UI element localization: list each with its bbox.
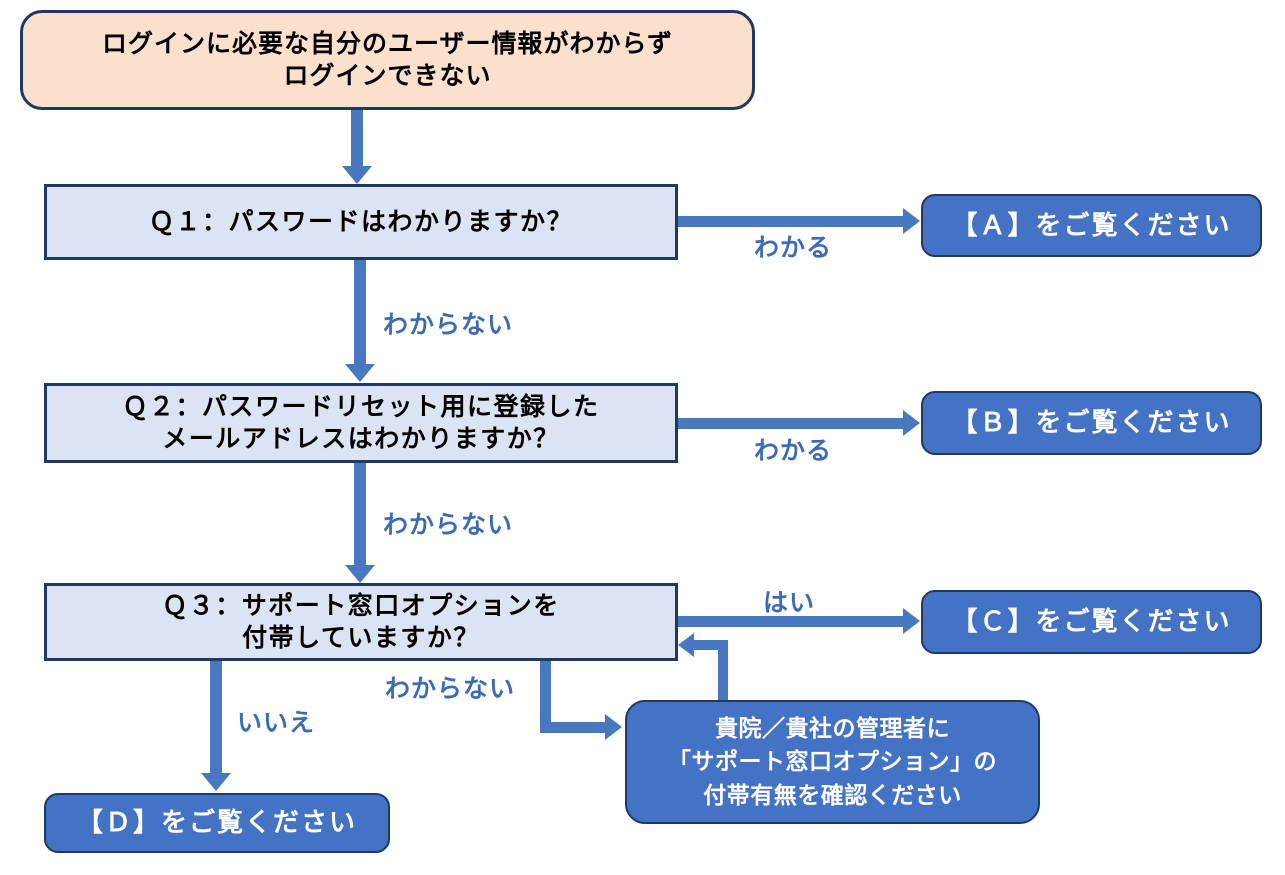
edge-label-q1-to-q2: わからない [383,311,514,339]
arrowhead-start-to-q1 [342,166,372,184]
arrowhead-q2-to-result-b [903,410,920,436]
edge-label-q3-to-c: はい [763,589,816,617]
node-result-c: 【Ｃ】をご覧ください [921,590,1262,654]
node-result-b: 【Ｂ】をご覧ください [921,391,1262,455]
connector-q3-to-result-d [210,661,222,775]
connector-action-to-q3-horizontal [694,640,728,650]
arrowhead-q3-to-action [605,714,622,740]
connector-start-to-q1 [351,110,363,168]
edge-label-q3-to-action: わからない [385,675,516,703]
arrowhead-q3-to-result-c [903,608,920,634]
connector-q1-to-q2 [354,260,366,366]
node-question-q3: Ｑ３：サポート窓口オプションを 付帯していますか？ [44,583,678,661]
connector-q3-to-action-horizontal [540,722,608,733]
arrowhead-q3-to-result-d [201,773,231,791]
node-question-q2: Ｑ２：パスワードリセット用に登録した メールアドレスはわかりますか？ [44,383,678,463]
node-result-a: 【Ａ】をご覧ください [921,194,1262,257]
arrowhead-q2-to-q3 [345,565,375,583]
node-action-confirm-with-admin: 貴院／貴社の管理者に 「サポート窓口オプション」の 付帯有無を確認ください [625,700,1040,824]
node-start-problem: ログインに必要な自分のユーザー情報がわからず ログインできない [20,10,755,110]
edge-label-q3-to-d: いいえ [237,709,316,737]
node-result-d: 【Ｄ】をご覧ください [44,793,390,853]
arrowhead-q1-to-result-a [903,208,920,234]
arrowhead-q1-to-q2 [345,364,375,382]
edge-label-q1-to-a: わかる [754,234,833,262]
connector-q2-to-result-b [678,418,906,429]
connector-q3-to-action-vertical [540,661,551,733]
edge-label-q2-to-q3: わからない [383,511,514,539]
connector-action-to-q3-vertical [718,645,728,700]
connector-q1-to-result-a [678,216,906,227]
connector-q3-to-result-c [678,616,906,627]
connector-q2-to-q3 [354,463,366,567]
arrowhead-action-to-q3 [678,633,694,657]
node-question-q1: Ｑ１：パスワードはわかりますか？ [44,184,678,260]
edge-label-q2-to-b: わかる [754,437,833,465]
